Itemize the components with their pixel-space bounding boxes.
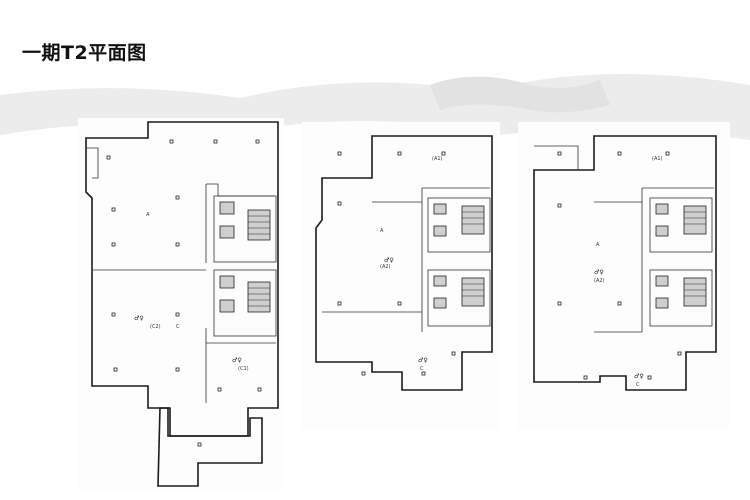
zone-label-c2: (C2) [150,324,161,330]
zone-label-a2: (A2) [594,278,605,284]
zone-label-c: C [636,382,640,388]
floor-plan-2-drawing: (A1) A (A2) C ♂♀ ♂♀ [315,135,493,391]
restroom-marker: ♂♀ [418,357,428,364]
page-title: 一期T2平面图 [22,42,147,64]
restroom-marker: ♂♀ [232,357,242,364]
restroom-marker: ♂♀ [634,373,644,380]
zone-label-a2: (A2) [380,264,391,270]
zone-label-a1: (A1) [652,156,663,162]
zone-label-c1: (C1) [238,366,249,372]
zone-label-c: C [420,366,424,372]
restroom-marker: ♂♀ [594,269,604,276]
floor-plan-1: A (C2) C (C1) ♂♀ ♂♀ [78,118,284,492]
zone-label-c: C [176,324,180,330]
floor-plan-1-drawing: A (C2) C (C1) ♂♀ ♂♀ [85,121,279,487]
zone-label-a: A [380,228,384,234]
floor-plan-3-drawing: (A1) A (A2) C ♂♀ ♂♀ [533,135,717,391]
floor-plan-2: (A1) A (A2) C ♂♀ ♂♀ [302,122,500,430]
zone-label-a1: (A1) [432,156,443,162]
restroom-marker: ♂♀ [134,315,144,322]
exterior-wall [85,121,279,437]
restroom-marker: ♂♀ [384,257,394,264]
zone-label-a: A [146,212,150,218]
floor-plan-3: (A1) A (A2) C ♂♀ ♂♀ [518,122,730,430]
exterior-wall [315,135,493,391]
annex-wall [157,407,263,487]
exterior-wall [533,135,717,391]
zone-label-a: A [596,242,600,248]
